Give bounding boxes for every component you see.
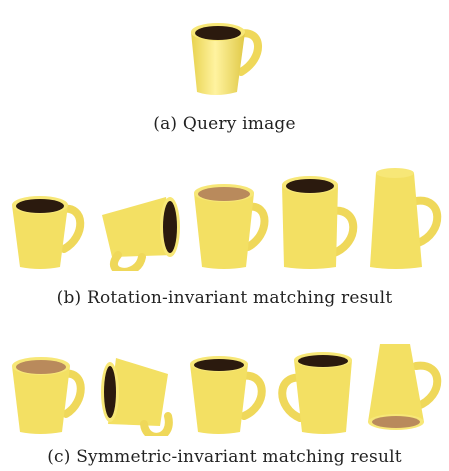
result-mug-b3 (188, 175, 270, 271)
caption-b: (b) Rotation-invariant matching result (56, 288, 393, 308)
result-mug-c5-upside-down (366, 340, 444, 436)
result-mug-b2-rotated (92, 179, 182, 271)
caption-c: (c) Symmetric-invariant matching result (47, 447, 402, 467)
result-mug-b4 (276, 171, 360, 271)
query-image-row (0, 6, 449, 98)
rotation-results-row (0, 165, 449, 271)
result-mug-c1 (6, 344, 86, 436)
caption-a: (a) Query image (153, 114, 296, 134)
result-mug-c4-mirrored (276, 344, 358, 436)
result-mug-b1 (6, 179, 86, 271)
result-mug-c3 (184, 348, 268, 436)
query-mug-image (175, 6, 275, 98)
result-mug-c2-rotated (94, 344, 176, 436)
result-mug-b5-upside-down (366, 167, 444, 271)
symmetric-results-row (0, 336, 449, 436)
